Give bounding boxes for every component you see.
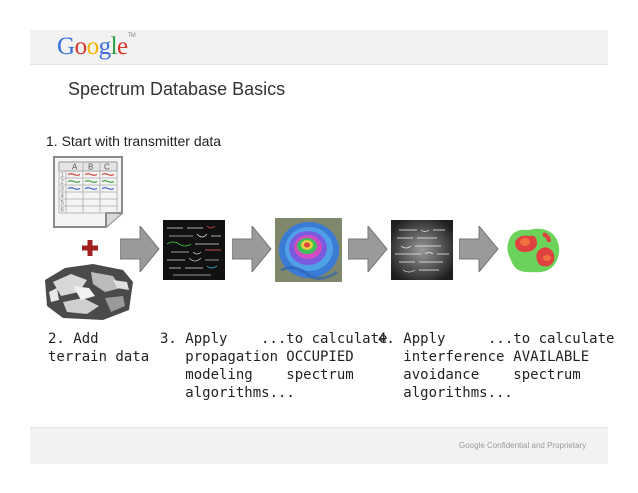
propagation-equations-image [163,220,225,280]
arrow-right-icon [232,226,272,272]
header-bar [30,30,608,65]
arrow-right-icon [120,226,160,272]
sheet-header-c: C [104,163,110,172]
svg-text:1: 1 [61,173,65,179]
arrow-right-icon [348,226,388,272]
svg-text:6: 6 [61,208,65,214]
svg-text:4: 4 [61,194,65,200]
footer-bar [30,427,608,464]
svg-text:5: 5 [61,201,65,207]
sheet-header-b: B [88,163,93,172]
svg-text:3: 3 [61,187,65,193]
step-1-caption: 1. Start with transmitter data [46,133,222,149]
arrow-right-icon [459,226,499,272]
occupied-spectrum-map [275,218,342,282]
spreadsheet-icon: A B C 1 2 3 4 5 6 [50,155,126,229]
plus-icon [82,240,98,256]
step-3-caption: 3. Apply propagation modeling algorithms… [160,331,295,401]
terrain-image [43,262,135,322]
interference-equations-image [391,220,453,280]
confidential-notice: Google Confidential and Proprietary [459,441,587,450]
step-4-caption: 4. Apply interference avoidance algorith… [378,331,513,401]
trademark-mark: TM [127,33,136,39]
google-logo: GoogleTM [57,33,136,60]
sheet-header-a: A [72,163,78,172]
svg-text:2: 2 [61,180,65,186]
available-spectrum-map [503,220,565,280]
step-2-caption: 2. Add terrain data [48,331,150,365]
occupied-spectrum-caption: ...to calculate OCCUPIED spectrum [261,331,388,383]
slide-title: Spectrum Database Basics [68,79,286,99]
available-spectrum-caption: ...to calculate AVAILABLE spectrum [488,331,615,383]
